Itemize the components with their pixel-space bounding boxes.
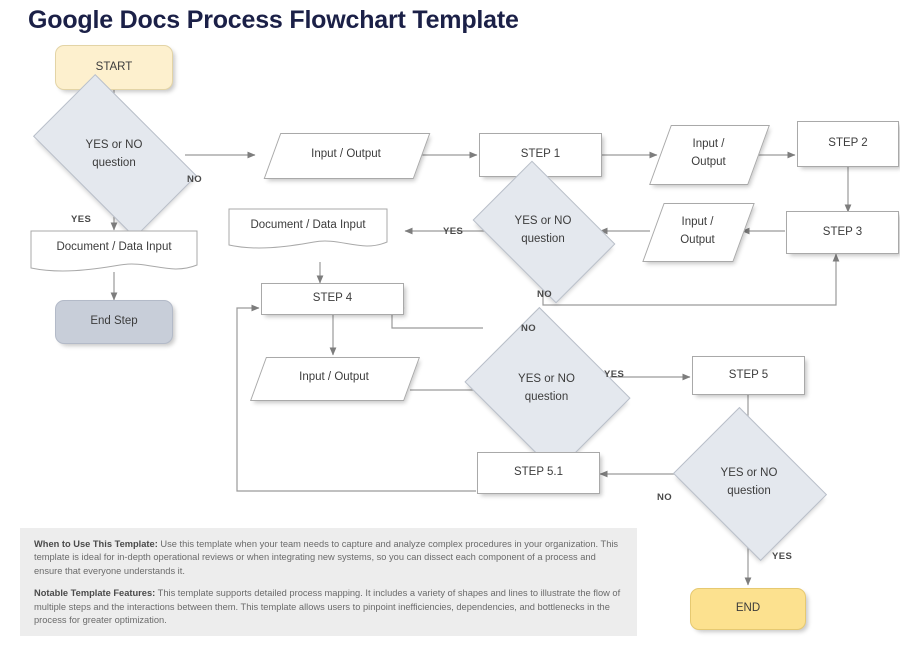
node-start-label: START: [95, 60, 133, 73]
node-decision-4-label-line2: question: [727, 485, 771, 497]
node-decision-2-label-line1: YES or NO: [514, 215, 572, 228]
node-document-2[interactable]: Document / Data Input: [228, 208, 388, 252]
node-decision-3[interactable]: YES or NO question: [464, 306, 631, 474]
node-decision-1[interactable]: YES or NO question: [32, 73, 198, 239]
node-end-step-label: End Step: [90, 315, 138, 328]
edge-label-yes-1: YES: [71, 214, 92, 225]
note-2-text: This template supports detailed process …: [34, 588, 621, 626]
edge-label-yes-4: YES: [772, 551, 793, 562]
node-step-4-label: STEP 4: [312, 292, 353, 305]
node-step-2[interactable]: STEP 2: [797, 121, 899, 167]
node-step-2-label: STEP 2: [828, 137, 868, 150]
node-io-2-label-line2: Output: [691, 156, 726, 168]
edge-label-no-4: NO: [657, 492, 673, 503]
node-io-4-label: Input / Output: [299, 371, 369, 384]
note-1-label: When to Use This Template:: [34, 539, 158, 549]
note-2-label: Notable Template Features:: [34, 588, 156, 599]
node-step-5-label: STEP 5: [728, 368, 769, 381]
node-io-1[interactable]: Input / Output: [263, 133, 431, 179]
edge-label-no-1: NO: [187, 174, 203, 185]
node-io-2-label-line1: Input /: [692, 138, 725, 151]
node-document-1-label: Document / Data Input: [56, 241, 172, 254]
node-io-4[interactable]: Input / Output: [249, 357, 421, 401]
node-end[interactable]: END: [690, 588, 806, 630]
node-io-2[interactable]: Input / Output: [649, 125, 770, 185]
node-decision-1-label-line1: YES or NO: [85, 139, 143, 152]
note-paragraph-1: When to Use This Template: Use this temp…: [34, 538, 623, 578]
node-start[interactable]: START: [55, 45, 173, 90]
node-io-3-label-line1: Input /: [681, 215, 714, 228]
note-1-text: Use this template when your team needs t…: [34, 539, 619, 576]
node-document-1[interactable]: Document / Data Input: [30, 230, 198, 274]
node-decision-1-label-line2: question: [92, 157, 136, 169]
node-io-1-label: Input / Output: [311, 148, 381, 161]
node-step-5[interactable]: STEP 5: [692, 356, 805, 395]
page-title: Google Docs Process Flowchart Template: [28, 6, 519, 34]
edge-label-no-3: NO: [521, 323, 537, 334]
node-decision-4-label-line1: YES or NO: [720, 467, 778, 480]
document-shape: [228, 208, 388, 249]
node-end-label: END: [735, 602, 761, 615]
document-shape: [30, 230, 198, 272]
node-step-4[interactable]: STEP 4: [261, 283, 404, 315]
edge-label-yes-3: YES: [604, 369, 625, 380]
edge-label-no-2: NO: [537, 289, 553, 300]
template-notes: When to Use This Template: Use this temp…: [20, 528, 637, 636]
node-step-3-label: STEP 3: [822, 225, 863, 238]
node-step-3[interactable]: STEP 3: [786, 211, 899, 254]
node-document-2-label: Document / Data Input: [250, 219, 366, 232]
node-decision-3-label-line1: YES or NO: [518, 373, 575, 386]
note-paragraph-2: Notable Template Features: This template…: [34, 587, 623, 627]
node-step-1-label: STEP 1: [520, 148, 561, 161]
node-io-3[interactable]: Input / Output: [642, 203, 755, 262]
node-decision-2[interactable]: YES or NO question: [472, 160, 616, 304]
node-step-5-1[interactable]: STEP 5.1: [477, 452, 600, 494]
node-end-step[interactable]: End Step: [55, 300, 173, 344]
edge-label-yes-2: YES: [443, 226, 464, 237]
node-decision-2-label-line2: question: [521, 233, 565, 245]
node-step-5-1-label: STEP 5.1: [513, 466, 563, 479]
node-decision-3-label-line2: question: [524, 391, 569, 403]
node-io-3-label-line2: Output: [680, 233, 715, 246]
node-step-1[interactable]: STEP 1: [479, 133, 602, 177]
node-decision-4[interactable]: YES or NO question: [672, 406, 828, 562]
